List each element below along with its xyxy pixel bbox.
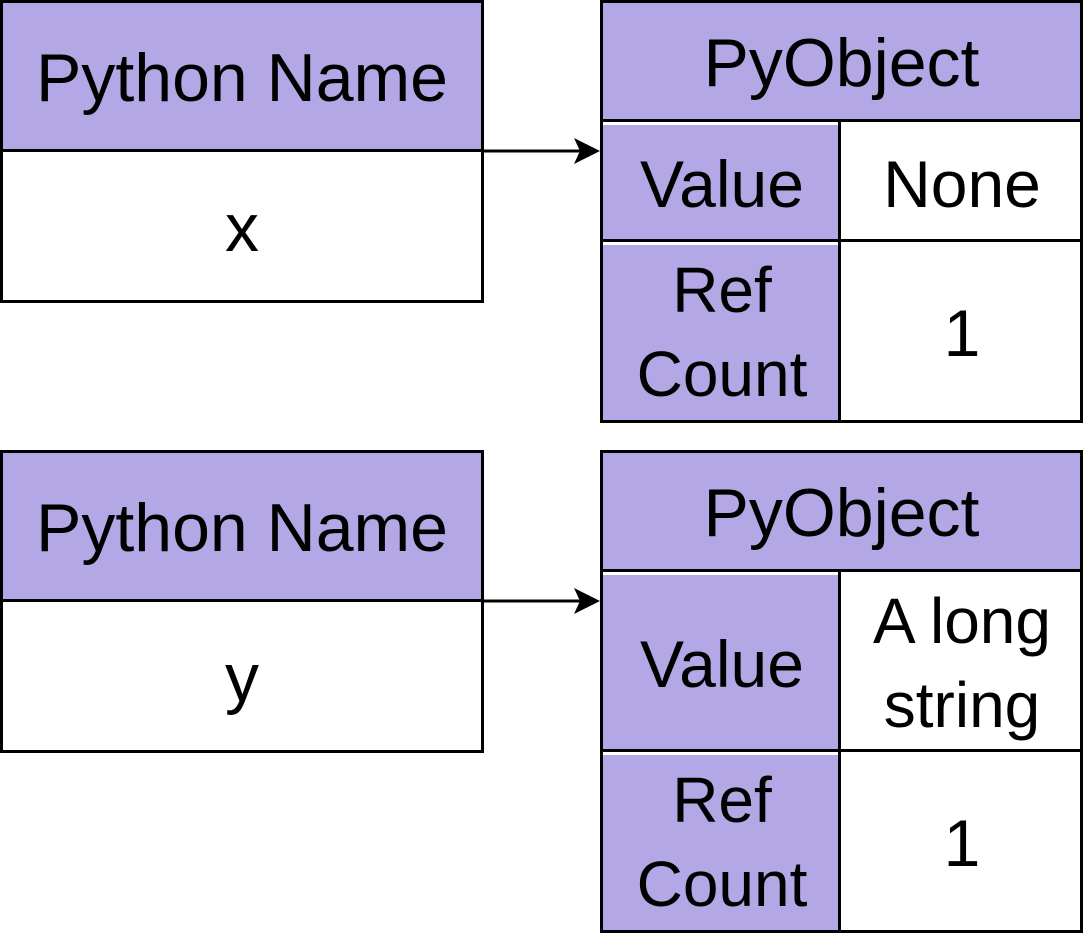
pyobject-header: PyObject bbox=[603, 3, 1080, 122]
python-name-header: Python Name bbox=[3, 453, 481, 602]
python-name-box-x: Python Name x bbox=[0, 0, 484, 303]
pyobject-box-2: PyObject Value A long string Ref Count 1 bbox=[600, 450, 1083, 933]
refcount-label: Ref Count bbox=[603, 245, 841, 420]
divider bbox=[838, 119, 841, 423]
value-label: Value bbox=[603, 575, 841, 752]
divider bbox=[600, 749, 1083, 752]
divider bbox=[0, 149, 484, 152]
python-name-box-y: Python Name y bbox=[0, 450, 484, 753]
value-label: Value bbox=[603, 125, 841, 242]
value-cell: A long string bbox=[844, 575, 1080, 752]
python-name-value: x bbox=[3, 155, 481, 300]
arrow-x-to-pyobject bbox=[484, 138, 600, 164]
divider bbox=[600, 569, 1083, 572]
divider bbox=[838, 569, 841, 933]
python-name-value: y bbox=[3, 605, 481, 750]
arrow-y-to-pyobject bbox=[484, 588, 600, 614]
pyobject-box-1: PyObject Value None Ref Count 1 bbox=[600, 0, 1083, 423]
refcount-cell: 1 bbox=[844, 755, 1080, 930]
value-cell: None bbox=[844, 125, 1080, 242]
divider bbox=[600, 239, 1083, 242]
refcount-cell: 1 bbox=[844, 245, 1080, 420]
divider bbox=[600, 119, 1083, 122]
refcount-label: Ref Count bbox=[603, 755, 841, 930]
pyobject-header: PyObject bbox=[603, 453, 1080, 572]
python-name-header: Python Name bbox=[3, 3, 481, 152]
divider bbox=[0, 599, 484, 602]
